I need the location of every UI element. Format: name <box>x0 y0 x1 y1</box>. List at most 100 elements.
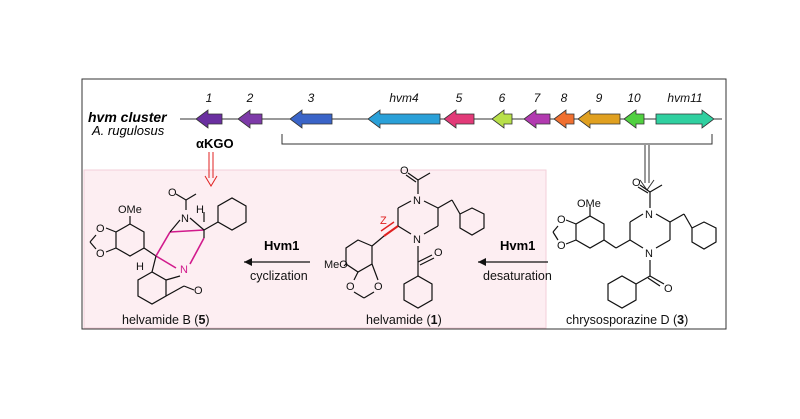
caption-name: helvamide B ( <box>122 313 199 327</box>
bond <box>371 235 385 247</box>
atom-o: O <box>632 177 641 189</box>
gene-arrow <box>237 109 263 129</box>
atom-o: O <box>194 285 203 297</box>
enzyme-label-step1: Hvm1 <box>500 238 535 253</box>
bond <box>647 277 661 287</box>
new-bond <box>155 231 171 257</box>
bond <box>552 225 559 233</box>
gene-arrow <box>367 109 441 129</box>
atom-ome: OMe <box>577 198 601 210</box>
gene-label: 10 <box>627 91 641 105</box>
ring-benzoyl <box>403 275 433 309</box>
gene-label: 1 <box>206 91 213 105</box>
new-bond <box>155 255 177 269</box>
bond <box>655 239 671 249</box>
atom-n: N <box>413 234 421 246</box>
enzyme-label-step2: Hvm1 <box>264 238 299 253</box>
atom-o: O <box>664 283 673 295</box>
bond <box>407 172 419 181</box>
product-panel <box>83 169 547 329</box>
bond <box>615 239 631 249</box>
gene-arrow <box>491 109 513 129</box>
bond <box>397 225 412 235</box>
figure-frame <box>81 78 727 330</box>
structure-chrysosporazine-d: O N N OMe O O O <box>552 177 717 309</box>
bond <box>565 219 577 225</box>
atom-o: O <box>434 247 443 259</box>
bond <box>669 213 685 223</box>
bond <box>143 247 157 257</box>
bond <box>451 199 461 215</box>
caption-close: ) <box>684 313 688 327</box>
caption-number: 1 <box>431 313 438 327</box>
caption-name: helvamide ( <box>366 313 431 327</box>
z-label: Z <box>380 215 387 227</box>
bond <box>423 225 439 235</box>
cofactor-arrowhead <box>204 175 218 187</box>
atom-n: N <box>181 213 189 225</box>
bond <box>363 291 375 299</box>
atom-o: O <box>374 281 383 293</box>
ring-arene <box>575 215 605 249</box>
gene-arrow <box>289 109 333 129</box>
bond <box>203 221 219 231</box>
z-double-bond <box>383 225 399 237</box>
bond <box>629 239 644 249</box>
atom-o: O <box>400 165 409 177</box>
atom-n: N <box>180 264 188 276</box>
caption-name: chrysosporazine D ( <box>566 313 678 327</box>
gene-arrow <box>523 109 551 129</box>
gene-arrow <box>195 109 223 129</box>
bond <box>165 285 185 297</box>
bracket-arrowhead <box>639 179 655 191</box>
bond <box>105 227 117 233</box>
bond <box>423 200 439 209</box>
bond <box>353 271 359 281</box>
atom-n: N <box>645 248 653 260</box>
cluster-organism: A. rugulosus <box>91 123 165 138</box>
caption-number: 5 <box>198 313 205 327</box>
atom-o: O <box>557 240 566 252</box>
bond <box>417 172 431 181</box>
bond <box>405 174 417 183</box>
gene-label: 5 <box>456 91 463 105</box>
atom-o: O <box>96 248 105 260</box>
process-label-step1: desaturation <box>483 269 552 283</box>
new-bond <box>169 229 205 233</box>
gene-label: hvm4 <box>389 91 419 105</box>
atom-o: O <box>557 214 566 226</box>
ring-benzoyl <box>607 275 637 309</box>
bond <box>629 213 644 223</box>
caption-helvamide-b: helvamide B (5) <box>122 313 210 327</box>
bond <box>417 254 433 263</box>
bond <box>371 263 379 281</box>
atom-meo: MeO <box>324 259 348 271</box>
bond <box>175 193 187 201</box>
ring-phenyl <box>217 197 247 231</box>
bond <box>565 239 577 245</box>
bond <box>183 285 195 291</box>
gene-label: 7 <box>534 91 542 105</box>
gene-bracket <box>281 134 713 145</box>
arrowhead <box>244 258 252 266</box>
atom-ome: OMe <box>118 204 142 216</box>
ring-phenyl <box>459 207 485 236</box>
caption-chrysosporazine-d: chrysosporazine D (3) <box>566 313 688 327</box>
gene-label: hvm11 <box>667 91 702 105</box>
bond <box>189 217 205 231</box>
bond <box>353 291 365 299</box>
bond <box>169 219 181 233</box>
caption-close: ) <box>438 313 442 327</box>
atom-o: O <box>346 281 355 293</box>
atom-o: O <box>96 223 105 235</box>
bond <box>105 247 117 253</box>
atom-o: O <box>168 187 177 199</box>
caption-number: 3 <box>677 313 684 327</box>
bond <box>151 255 157 273</box>
new-bond <box>189 237 205 265</box>
caption-close: ) <box>205 313 209 327</box>
bond <box>419 257 435 266</box>
gene-arrow <box>553 109 575 129</box>
